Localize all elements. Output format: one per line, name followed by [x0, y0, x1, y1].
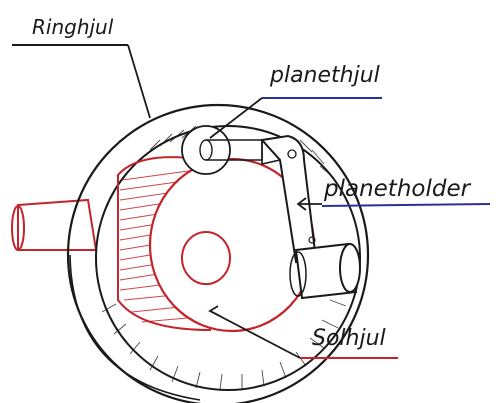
planet-carrier-label-group: planetholder — [298, 176, 490, 210]
planet-gear-label: planethjul — [269, 63, 380, 88]
ring-gear-label-group: Ringhjul — [12, 15, 150, 118]
sun-gear-label: Solhjul — [312, 326, 386, 351]
ring-gear-label: Ringhjul — [32, 15, 114, 39]
planet-carrier-label: planetholder — [323, 176, 472, 202]
input-shaft — [12, 200, 96, 250]
ring-gear-leader-line — [128, 45, 150, 118]
